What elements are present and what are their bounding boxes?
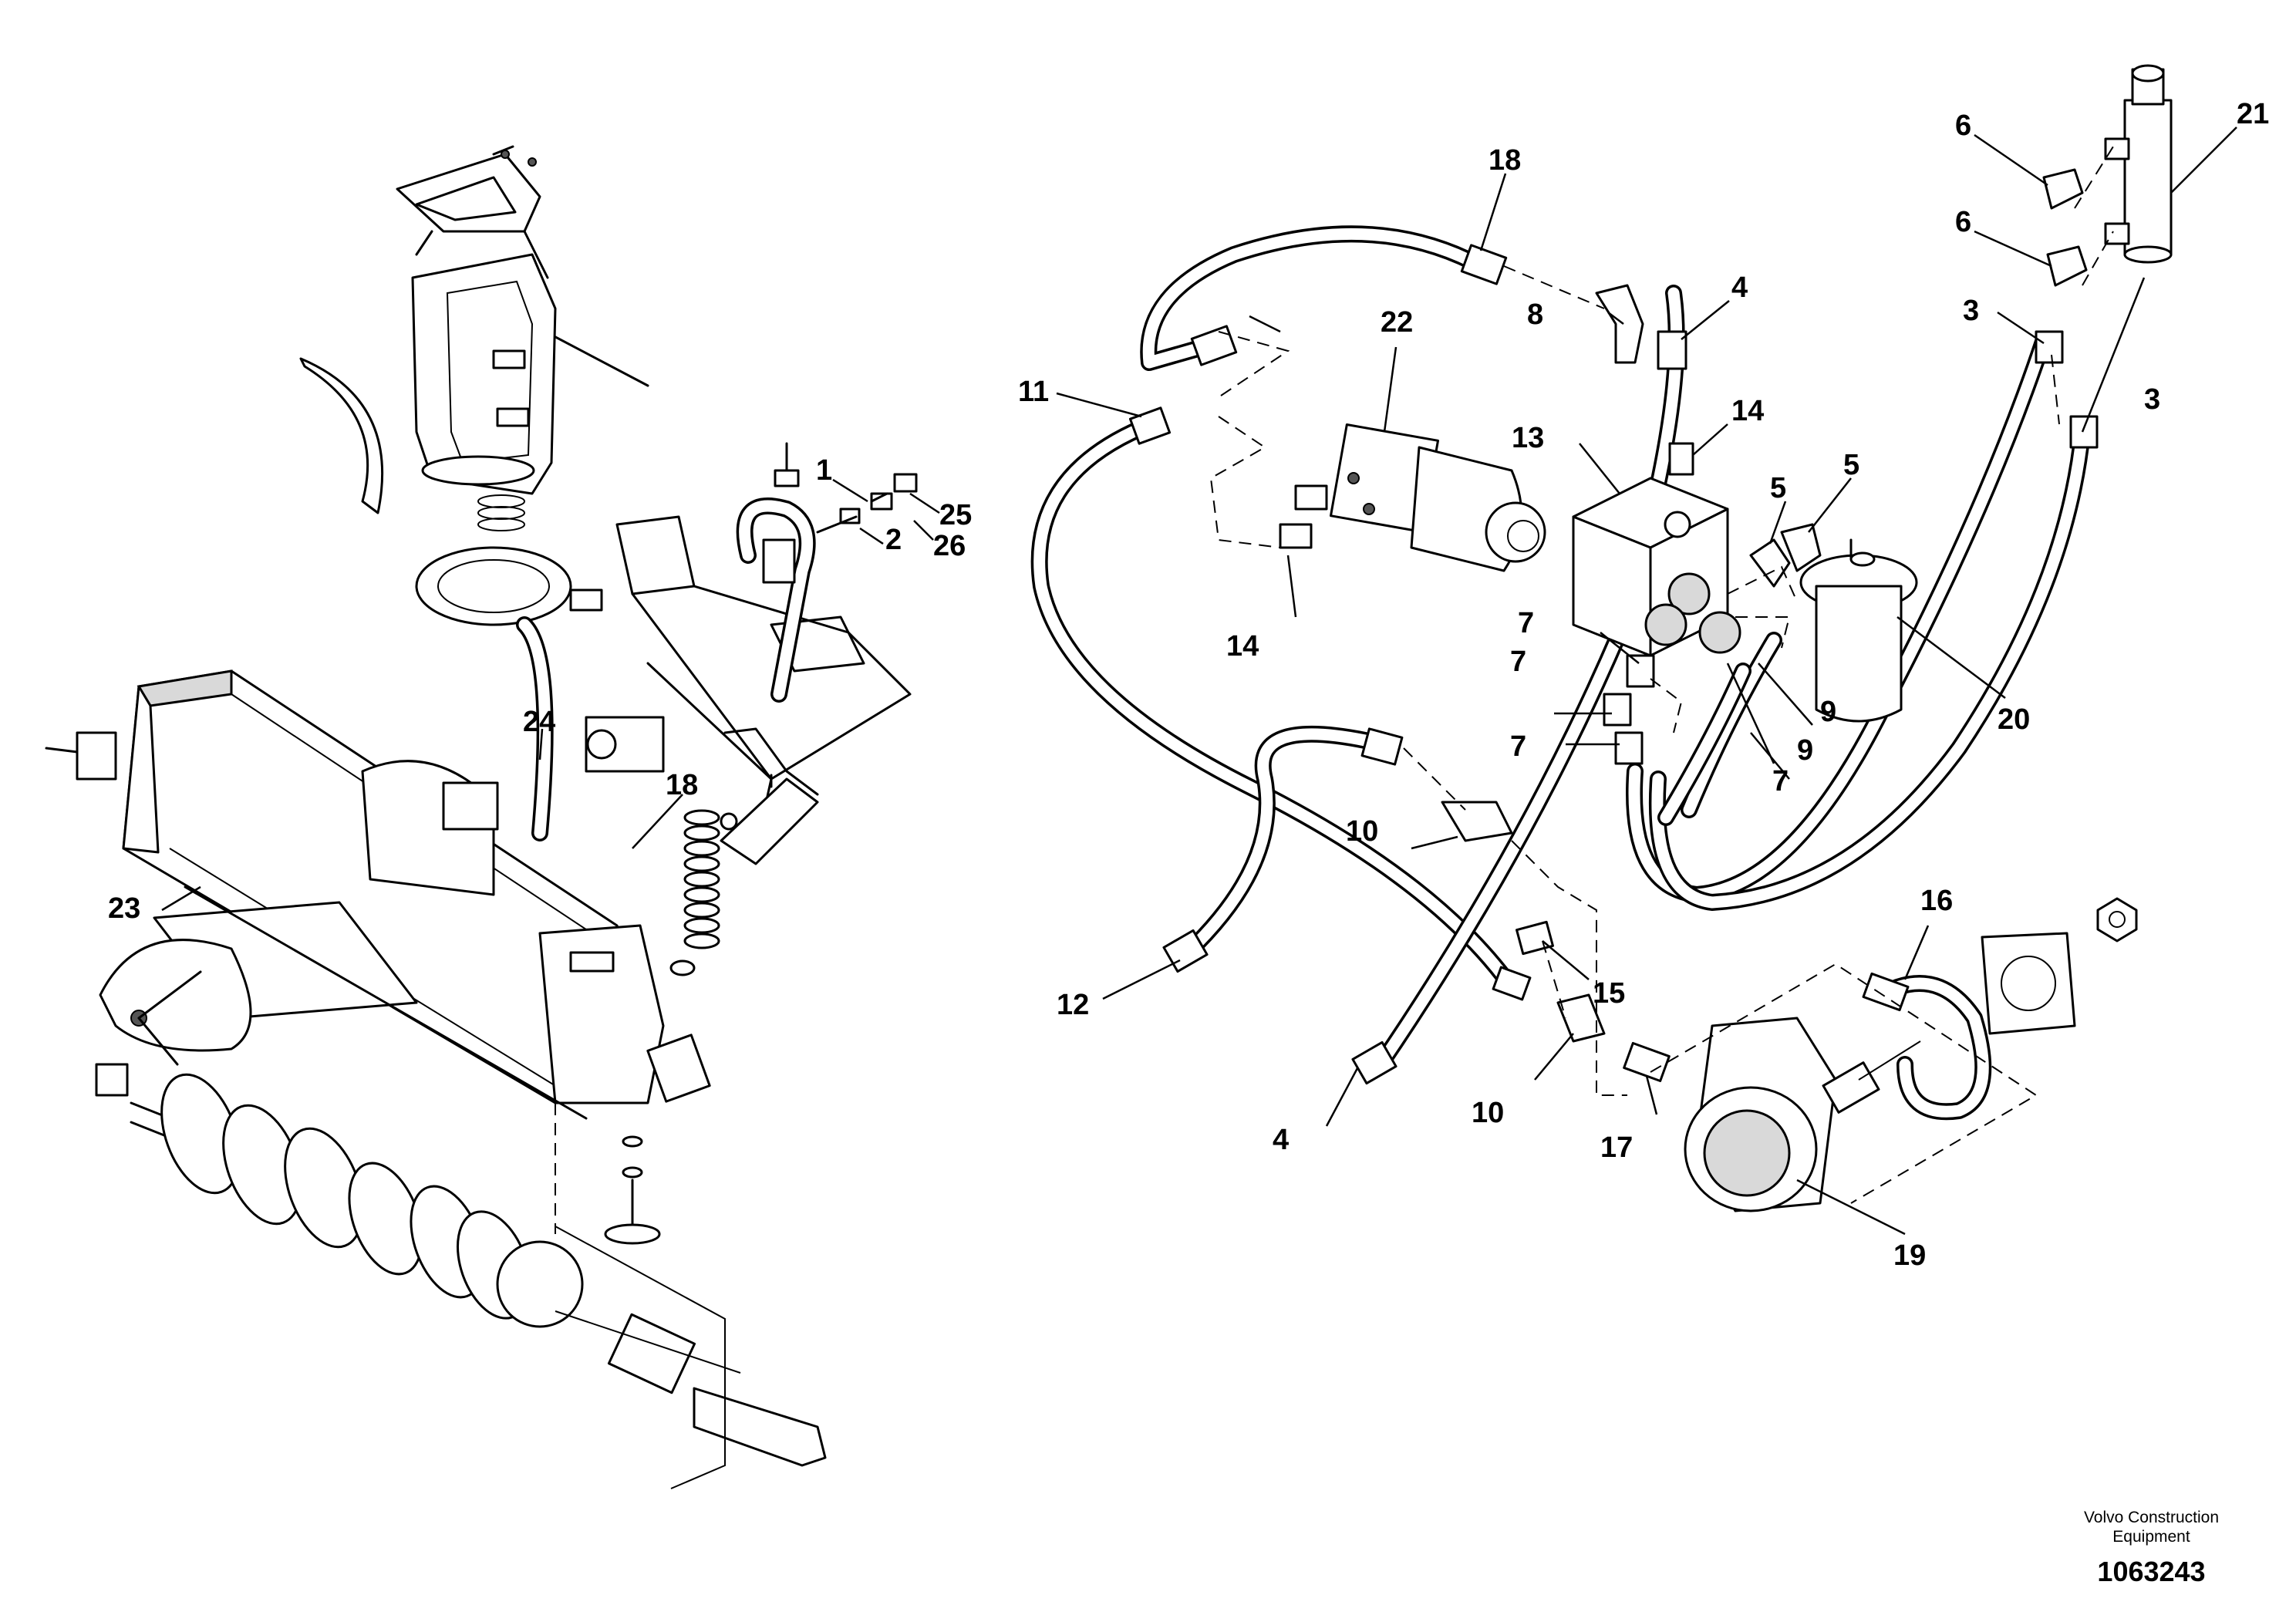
- callout-14-left: 14: [1226, 630, 1259, 663]
- callout-7-b: 7: [1510, 646, 1526, 678]
- blower-housing: [45, 669, 665, 1120]
- attach-frame: [585, 515, 912, 865]
- motor-19: [1684, 1017, 1921, 1212]
- callout-15: 15: [1593, 977, 1625, 1010]
- callout-2: 2: [885, 524, 902, 556]
- fitting-6b: [2046, 245, 2088, 287]
- callout-3-right: 3: [2144, 383, 2160, 416]
- company-name: Volvo Construction Equipment: [2083, 1509, 2220, 1546]
- fitting-hardware: [774, 442, 918, 534]
- callout-9-b: 9: [1797, 734, 1813, 767]
- skid-shoe: [555, 1034, 726, 1489]
- callout-labels: 1 2 25 26 18 23 24 18 11 22 13 14 8 4 14…: [108, 98, 2269, 1272]
- fitting-7b: [1603, 693, 1632, 727]
- callout-5-left: 5: [1770, 472, 1786, 504]
- blower-hoses: [516, 497, 816, 841]
- callout-24: 24: [523, 706, 555, 738]
- callout-12: 12: [1057, 989, 1089, 1021]
- callout-25: 25: [939, 499, 972, 531]
- discharge-chute: [299, 253, 557, 514]
- mounting-plate: [1981, 897, 2138, 1035]
- callout-22: 22: [1381, 306, 1413, 339]
- fitting-7a: [1626, 654, 1655, 688]
- fitting-14a: [1294, 484, 1328, 511]
- callout-19: 19: [1893, 1239, 1926, 1272]
- fitting-17: [1623, 1041, 1671, 1083]
- cylinder-21: [2104, 64, 2173, 264]
- callout-21: 21: [2237, 98, 2269, 130]
- fitting-14b: [1279, 523, 1313, 549]
- callout-16: 16: [1920, 885, 1953, 917]
- chute-rotation-ring: [415, 494, 603, 626]
- fitting-5b: [1780, 523, 1822, 572]
- callout-17: 17: [1600, 1131, 1633, 1164]
- impeller: [95, 939, 252, 1097]
- leader-lines: [161, 126, 2237, 1236]
- callout-18-left: 18: [666, 769, 698, 801]
- reservoir-20: [1799, 538, 1918, 723]
- callout-14-right: 14: [1731, 395, 1764, 427]
- fitting-8: [1595, 284, 1644, 364]
- callout-4-top: 4: [1731, 271, 1748, 304]
- callout-23: 23: [108, 892, 140, 925]
- auger: [130, 1073, 827, 1467]
- snow-blower-assembly: [45, 145, 918, 1489]
- callout-11: 11: [1018, 376, 1049, 408]
- callout-6-top: 6: [1955, 110, 1971, 142]
- hydraulic-circuit: [1030, 64, 2173, 1212]
- callout-1: 1: [816, 454, 832, 487]
- drawing-number: 1063243: [2097, 1556, 2206, 1587]
- callout-3-top: 3: [1963, 295, 1979, 327]
- callout-10-top: 10: [1346, 815, 1378, 848]
- spring-washer-stack: [669, 809, 720, 976]
- fitting-7c: [1614, 731, 1644, 765]
- callout-20: 20: [1998, 703, 2030, 736]
- callout-7-c: 7: [1510, 730, 1526, 763]
- fitting-14c: [1668, 442, 1694, 476]
- callout-7-a: 7: [1518, 607, 1534, 639]
- callout-4-bottom: 4: [1273, 1124, 1289, 1156]
- callout-7-d: 7: [1772, 765, 1789, 798]
- fitting-10b: [1556, 993, 1606, 1043]
- fitting-15: [1515, 920, 1554, 956]
- valve-block-13: [1572, 477, 1741, 657]
- fitting-6a: [2042, 168, 2084, 210]
- motor-22: [1329, 423, 1546, 572]
- callout-10-bottom: 10: [1472, 1097, 1504, 1129]
- fitting-10a: [1441, 801, 1513, 842]
- callout-6-bottom: 6: [1955, 206, 1971, 238]
- callout-26: 26: [933, 530, 966, 562]
- callout-13: 13: [1512, 422, 1544, 454]
- title-block: Volvo Construction Equipment 1063243: [2007, 1508, 2296, 1588]
- callout-9-a: 9: [1820, 696, 1836, 728]
- callout-5-right: 5: [1843, 449, 1859, 481]
- callout-8: 8: [1527, 298, 1543, 331]
- callout-18-right: 18: [1489, 144, 1521, 177]
- fitting-5a: [1749, 538, 1791, 588]
